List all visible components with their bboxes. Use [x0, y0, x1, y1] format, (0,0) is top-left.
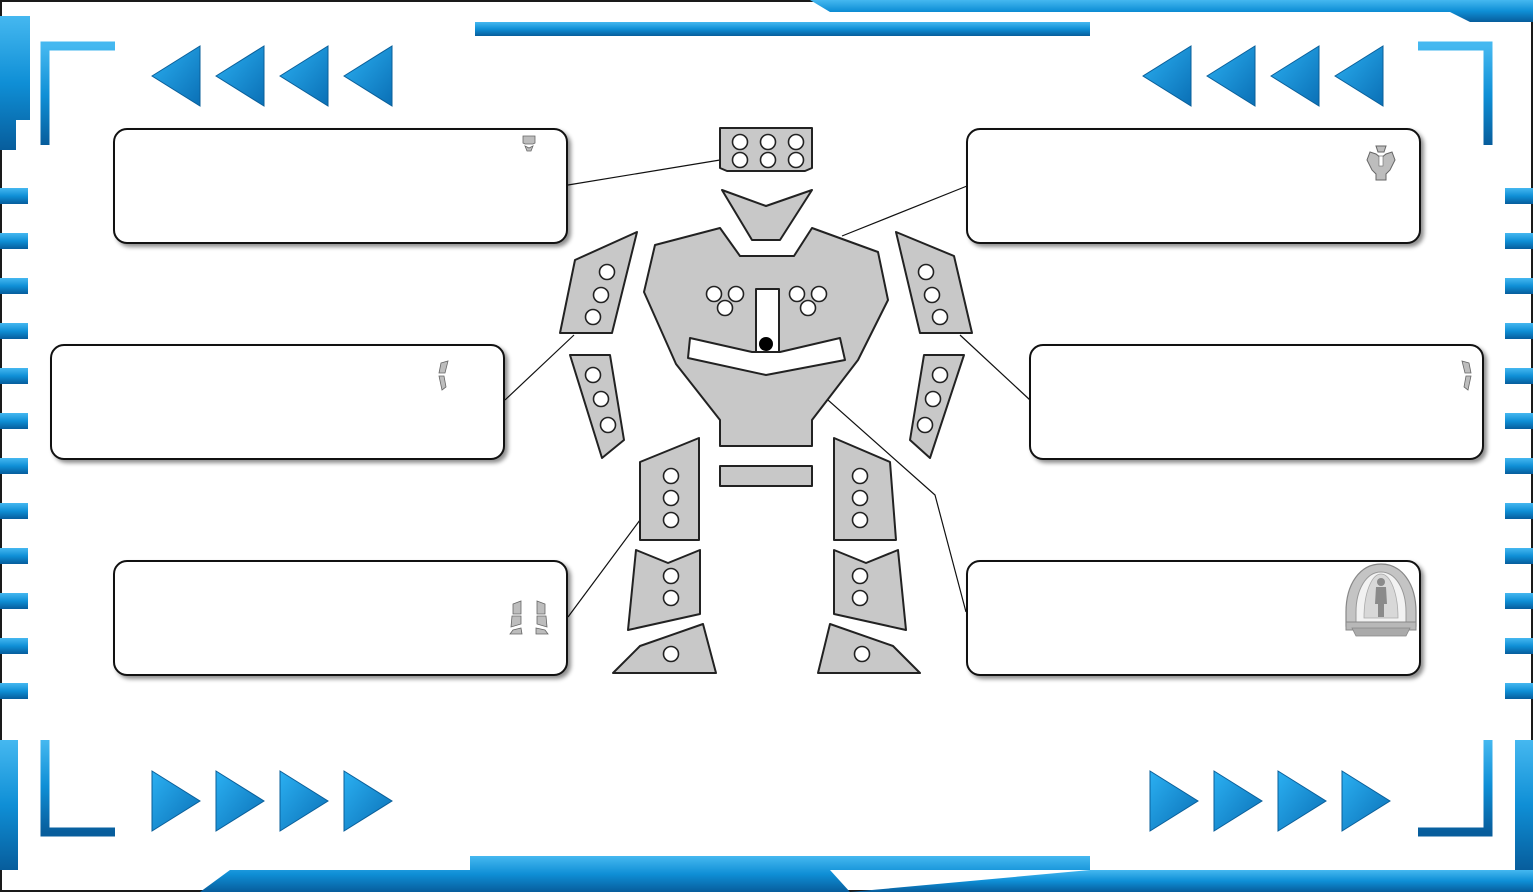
label-box-legs[interactable] [113, 560, 568, 676]
arrow-top-left-4 [344, 46, 392, 106]
right-side-tick [1505, 188, 1533, 204]
robot-bolt [790, 287, 805, 302]
robot-bolt [812, 287, 827, 302]
label-box-head[interactable] [113, 128, 568, 244]
robot-bolt [853, 569, 868, 584]
arrow-bottom-left-3 [280, 771, 328, 831]
leader-line-torso [842, 186, 967, 236]
leader-line-right-arm [960, 335, 1030, 400]
torso-icon [1364, 144, 1398, 182]
robot-bolt [933, 310, 948, 325]
left-side-tick [0, 683, 28, 699]
left-side-tick [0, 638, 28, 654]
right-side-tick [1505, 323, 1533, 339]
leader-line-head [568, 160, 720, 185]
left-side-tick [0, 233, 28, 249]
robot-bolt [853, 591, 868, 606]
arrow-top-right-3 [1271, 46, 1319, 106]
left-side-tick [0, 548, 28, 564]
head-icon [520, 134, 538, 154]
right-side-tick [1505, 458, 1533, 474]
robot-bolt [926, 392, 941, 407]
left-side-tick [0, 278, 28, 294]
arrow-bottom-right-1 [1150, 771, 1198, 831]
robot-bolt [933, 368, 948, 383]
arm-icon [1460, 360, 1474, 392]
robot-bolt [853, 513, 868, 528]
arrow-top-right-4 [1335, 46, 1383, 106]
arrow-top-right-2 [1207, 46, 1255, 106]
robot-foot-left [613, 624, 716, 673]
robot-bolt [761, 153, 776, 168]
robot-bolt [594, 288, 609, 303]
robot-capsule-icon [1342, 562, 1420, 638]
robot-bolt [664, 513, 679, 528]
robot-neck [722, 190, 812, 240]
arrow-top-left-1 [152, 46, 200, 106]
left-side-tick [0, 323, 28, 339]
right-side-tick [1505, 593, 1533, 609]
robot [560, 128, 972, 673]
right-side-tick [1505, 683, 1533, 699]
robot-bolt [925, 288, 940, 303]
robot-bolt [586, 310, 601, 325]
arrow-bottom-left-4 [344, 771, 392, 831]
robot-bolt [919, 265, 934, 280]
robot-bolt [664, 469, 679, 484]
robot-waist [720, 466, 812, 486]
robot-bolt [853, 491, 868, 506]
center-dot [759, 337, 773, 351]
robot-bolt [789, 153, 804, 168]
arrow-bottom-right-2 [1214, 771, 1262, 831]
right-side-tick [1505, 503, 1533, 519]
right-side-tick [1505, 548, 1533, 564]
left-side-tick [0, 593, 28, 609]
robot-bolt [733, 153, 748, 168]
robot-shin-right [834, 550, 906, 630]
robot-bolt [601, 418, 616, 433]
left-side-tick [0, 368, 28, 384]
left-side-tick [0, 458, 28, 474]
arrow-bottom-right-3 [1278, 771, 1326, 831]
label-box-right-arm[interactable] [1029, 344, 1484, 460]
robot-bolt [586, 368, 601, 383]
right-side-tick [1505, 368, 1533, 384]
robot-bolt [918, 418, 933, 433]
robot-bolt [853, 469, 868, 484]
robot-bolt [733, 135, 748, 150]
robot-shin-left [628, 550, 700, 630]
robot-bolt [664, 491, 679, 506]
left-side-tick [0, 413, 28, 429]
robot-bolt [664, 591, 679, 606]
left-side-tick [0, 188, 28, 204]
legs-icon [507, 600, 551, 638]
arrow-top-left-2 [216, 46, 264, 106]
robot-bolt [801, 301, 816, 316]
robot-bolt [718, 301, 733, 316]
right-side-tick [1505, 638, 1533, 654]
label-box-torso[interactable] [966, 128, 1421, 244]
left-side-tick [0, 503, 28, 519]
leader-line-legs [568, 520, 640, 617]
robot-bolt [729, 287, 744, 302]
robot-foot-right [818, 624, 920, 673]
right-side-tick [1505, 413, 1533, 429]
robot-bolt [761, 135, 776, 150]
robot-bolt [594, 392, 609, 407]
arrow-top-left-3 [280, 46, 328, 106]
leader-line-left-arm [505, 335, 574, 400]
right-side-tick [1505, 233, 1533, 249]
robot-bolt [600, 265, 615, 280]
arm-icon [436, 360, 450, 392]
robot-bolt [855, 647, 870, 662]
arrow-bottom-right-4 [1342, 771, 1390, 831]
arrow-bottom-left-2 [216, 771, 264, 831]
robot-bolt [664, 647, 679, 662]
robot-bolt [707, 287, 722, 302]
right-side-tick [1505, 278, 1533, 294]
robot-bolt [789, 135, 804, 150]
robot-bolt [664, 569, 679, 584]
arrow-top-right-1 [1143, 46, 1191, 106]
arrow-bottom-left-1 [152, 771, 200, 831]
